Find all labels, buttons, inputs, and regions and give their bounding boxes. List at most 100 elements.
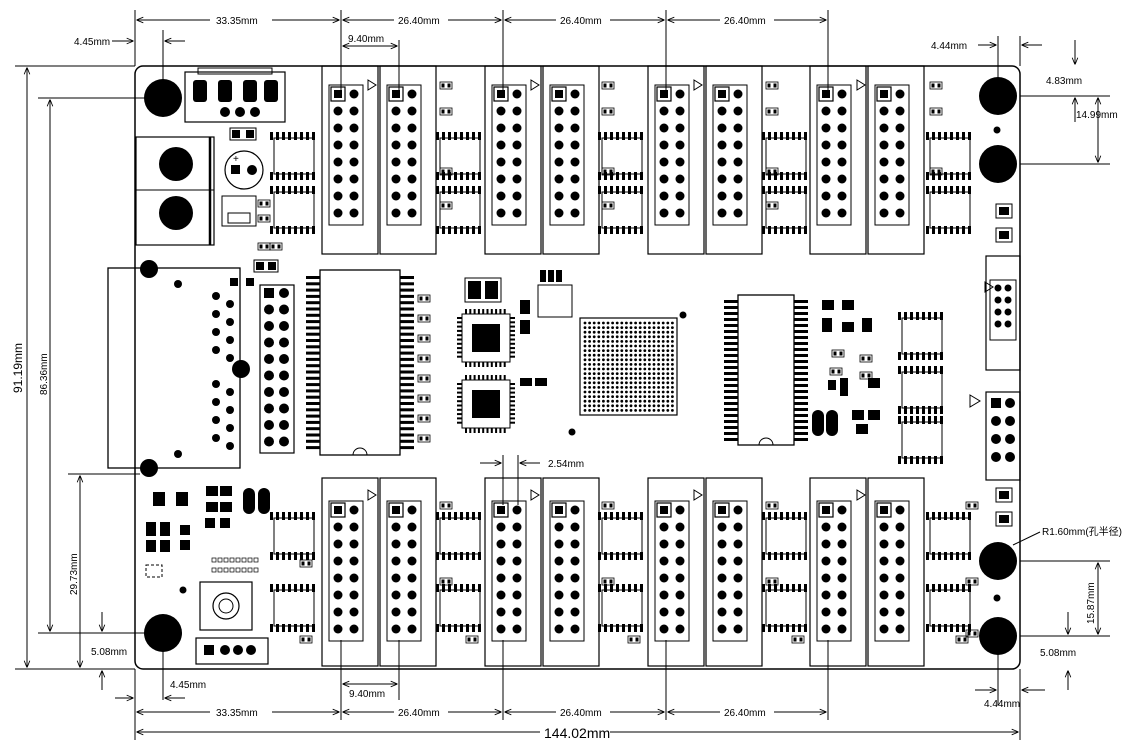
right-header-top [984, 255, 1021, 371]
smd-pair-a [229, 127, 257, 141]
bottom-header-connector-7 [809, 477, 867, 667]
soic-chip-8 [436, 584, 481, 632]
soic-chip-21 [898, 312, 943, 360]
dimension-labels: 33.35mm 26.40mm 26.40mm 26.40mm 4.45mm 9… [11, 13, 1122, 740]
soic-chip-9 [598, 132, 643, 180]
dim-left-edge-hole-top: 4.45mm [74, 37, 110, 48]
dim-hole-radius: R1.60mm(孔半径) [1042, 525, 1122, 538]
top-header-connector-6 [705, 65, 763, 255]
top-header-connector-4 [542, 65, 600, 255]
top-header-connector-2 [379, 65, 437, 255]
reset-button [199, 581, 253, 631]
small-hole-left [568, 428, 576, 436]
dim-board-width: 144.02mm [544, 725, 610, 740]
left-large-ic-pins [306, 276, 414, 450]
top-header-connector-1 [321, 65, 379, 255]
right-edge-parts [995, 203, 1013, 527]
dim-hole-height: 86.36mm [39, 353, 50, 395]
power-terminal-block [135, 136, 215, 246]
dim-right-hole-spacing-top: 14.99mm [1076, 110, 1118, 121]
crystal [221, 195, 257, 227]
soic-chip-19 [926, 512, 971, 560]
mounting-hole-top-right [979, 77, 1017, 115]
dim-board-height: 91.19mm [11, 343, 25, 393]
top-header-connector-8 [867, 65, 925, 255]
generated-components [145, 65, 1021, 667]
dim-bottom-pitch-3: 26.40mm [724, 708, 766, 719]
right-large-ic-pins [724, 300, 808, 441]
soic-chip-10 [598, 186, 643, 234]
dim-connector-width-bottom: 9.40mm [349, 689, 385, 700]
qfp-chip-1 [461, 313, 511, 363]
bottom-header-connector-8 [867, 477, 925, 667]
small-hole-bottom [179, 586, 187, 594]
left-side-connector [107, 260, 250, 477]
bottom-header-connector-6 [705, 477, 763, 667]
soic-chip-20 [926, 584, 971, 632]
dim-right-edge-hole-top: 4.44mm [931, 41, 967, 52]
regulator [464, 277, 573, 318]
bottom-header-connector-2 [379, 477, 437, 667]
dim-top-pitch-1: 26.40mm [398, 16, 440, 27]
soic-chip-1 [270, 132, 315, 180]
soic-chip-22 [898, 366, 943, 414]
soic-chip-11 [598, 512, 643, 560]
smd-pair-b [253, 259, 279, 273]
bottom-header-connector-4 [542, 477, 600, 667]
dim-top-offset-left: 33.35mm [216, 16, 258, 27]
soic-chip-12 [598, 584, 643, 632]
bga-balls [583, 321, 674, 412]
dim-right-hole-spacing-bottom: 15.87mm [1086, 582, 1097, 624]
right-large-ic [737, 294, 795, 446]
mounting-hole-bottom-right [979, 617, 1017, 655]
mounting-holes [144, 77, 1017, 655]
soic-chip-5 [436, 132, 481, 180]
bga-chip [579, 317, 678, 416]
dim-left-edge-hole-bottom: 4.45mm [170, 680, 206, 691]
small-hole-right-top [993, 126, 1001, 134]
soic-chip-13 [762, 132, 807, 180]
dim-bottom-pitch-1: 26.40mm [398, 708, 440, 719]
dim-pin-pitch: 2.54mm [548, 459, 584, 470]
dim-right-hole-vertical-top: 4.83mm [1046, 76, 1082, 87]
dim-right-bottom-hole-vertical: 5.08mm [1040, 648, 1076, 659]
bottom-header-connector-1 [321, 477, 379, 667]
top-header-connector-3 [484, 65, 542, 255]
soic-chip-15 [762, 512, 807, 560]
soic-chip-4 [270, 584, 315, 632]
top-header-connector-7 [809, 65, 867, 255]
soic-chip-14 [762, 186, 807, 234]
dim-left-bottom-hole-vertical: 5.08mm [91, 647, 127, 658]
dim-bottom-pitch-2: 26.40mm [560, 708, 602, 719]
bottom-header-connector-3 [484, 477, 542, 667]
left-pin-header [259, 284, 295, 454]
dimension-lines [15, 10, 1110, 740]
soic-chip-6 [436, 186, 481, 234]
soic-chip-18 [926, 186, 971, 234]
bottom-small-connector [195, 637, 269, 665]
mounting-hole-top-left [144, 79, 182, 117]
dim-bottom-offset-left: 33.35mm [216, 708, 258, 719]
electrolytic-capacitor: + [224, 150, 264, 190]
svg-text:+: + [233, 154, 239, 165]
soic-chip-3 [270, 512, 315, 560]
left-large-ic [319, 269, 401, 456]
soic-chip-23 [898, 416, 943, 464]
small-hole-center [679, 311, 687, 319]
mounting-hole-right-2 [979, 145, 1017, 183]
dim-lower-height: 29.73mm [69, 553, 80, 595]
soic-chip-16 [762, 584, 807, 632]
mounting-hole-bottom-left [144, 614, 182, 652]
dim-right-edge-hole-bottom: 4.44mm [984, 699, 1020, 710]
soic-chip-17 [926, 132, 971, 180]
small-hole-right-bottom [993, 594, 1001, 602]
soic-chip-7 [436, 512, 481, 560]
top-header-connector-5 [647, 65, 705, 255]
dim-connector-width-top: 9.40mm [348, 34, 384, 45]
dim-top-pitch-2: 26.40mm [560, 16, 602, 27]
dim-top-pitch-3: 26.40mm [724, 16, 766, 27]
soic-chip-2 [270, 186, 315, 234]
qfp-chip-2 [461, 379, 511, 429]
power-connector [184, 67, 286, 123]
